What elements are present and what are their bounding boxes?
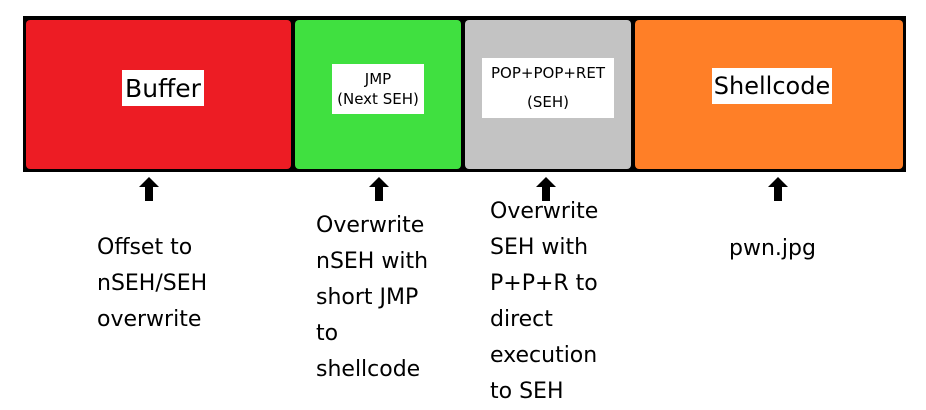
annotation-line: P+P+R to bbox=[490, 271, 598, 296]
annotation-line: nSEH with bbox=[316, 249, 429, 274]
annotation-line: pwn.jpg bbox=[729, 236, 816, 261]
annotation-line: Offset to bbox=[97, 235, 193, 260]
annotation-line: nSEH/SEH bbox=[97, 271, 208, 296]
annotation-line: direct bbox=[490, 307, 553, 332]
seh-label: POP+POP+RET (SEH) bbox=[482, 58, 614, 118]
annotation-line: shellcode bbox=[316, 357, 421, 382]
shellcode-label: Shellcode bbox=[712, 68, 832, 104]
up-arrow-icon bbox=[536, 177, 556, 201]
annotation-line: to bbox=[316, 321, 339, 346]
buffer-annotation: Offset to nSEH/SEH overwrite bbox=[97, 230, 207, 338]
next-seh-label-line-1: JMP bbox=[364, 70, 392, 88]
shellcode-label-text: Shellcode bbox=[713, 72, 831, 100]
shellcode-annotation: pwn.jpg bbox=[729, 231, 816, 267]
up-arrow-icon bbox=[369, 177, 389, 201]
buffer-label-text: Buffer bbox=[125, 73, 201, 103]
seh-annotation: Overwrite SEH with P+P+R to direct execu… bbox=[490, 194, 598, 410]
buffer-label: Buffer bbox=[122, 70, 204, 106]
next-seh-label-line-2: (Next SEH) bbox=[337, 90, 419, 108]
next-seh-label: JMP (Next SEH) bbox=[332, 64, 424, 114]
annotation-line: execution bbox=[490, 343, 598, 368]
next-seh-annotation: Overwrite nSEH with short JMP to shellco… bbox=[316, 208, 428, 388]
annotation-line: short JMP bbox=[316, 285, 419, 310]
up-arrow-icon bbox=[768, 177, 788, 201]
up-arrow-icon bbox=[139, 177, 159, 201]
annotation-line: Overwrite bbox=[316, 213, 425, 238]
annotation-line: Overwrite bbox=[490, 199, 599, 224]
seh-label-line-1: POP+POP+RET bbox=[491, 64, 605, 82]
annotation-line: SEH with bbox=[490, 235, 589, 260]
annotation-line: overwrite bbox=[97, 307, 202, 332]
seh-label-line-2: (SEH) bbox=[527, 93, 569, 111]
annotation-line: to SEH bbox=[490, 379, 564, 404]
